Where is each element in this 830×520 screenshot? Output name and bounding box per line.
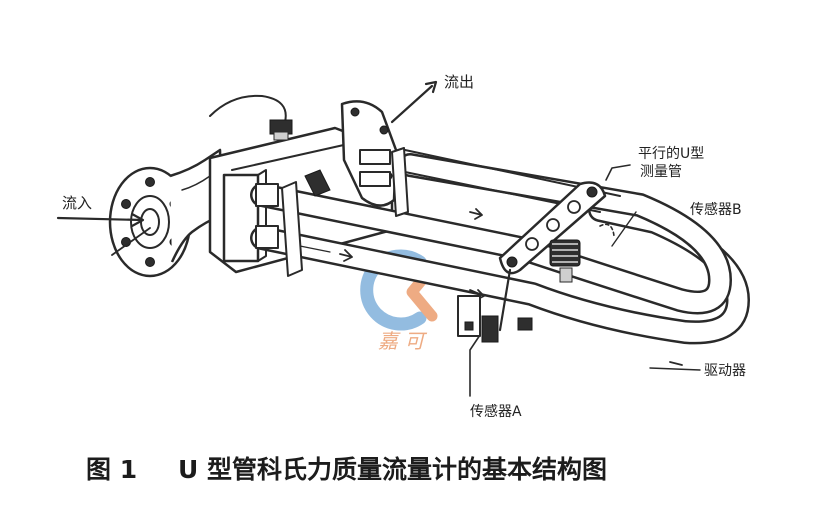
cable-connector [209,94,293,141]
leader-lines [469,164,701,397]
figure-title: U 型管科氏力质量流量计的基本结构图 [178,455,607,484]
figure-number: 图 1 [86,455,137,484]
sensor-b-coil [549,223,615,283]
label-driver: 驱动器 [704,363,746,379]
watermark-text: 嘉 可 [378,329,427,353]
label-inflow: 流入 [62,194,92,212]
label-sensor-a: 传感器A [470,403,522,420]
inflow-arrow [56,212,151,256]
spacer-plate [498,181,607,332]
label-sensor-b: 传感器B [690,201,742,218]
support-bracket-front [281,169,331,277]
sensor-a-coil [457,295,533,343]
label-tubes-line1: 平行的U型 [638,146,704,162]
outflow-arrow [390,80,438,124]
label-tubes-line2: 测量管 [640,164,682,180]
label-outflow: 流出 [444,73,474,91]
